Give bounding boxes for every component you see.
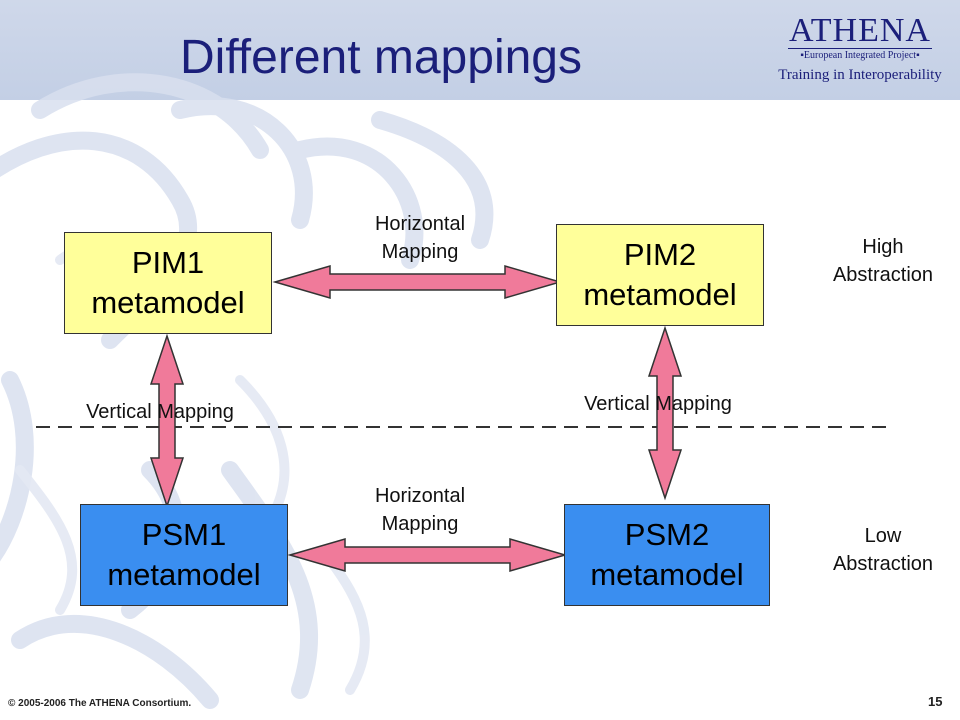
vertical-mapping-label-left: Vertical Mapping	[86, 401, 234, 423]
logo-tagline: ▪European Integrated Project▪	[788, 48, 932, 63]
pim2-metamodel-box: PIM2 metamodel	[556, 224, 764, 326]
horizontal-mapping-label-top: Horizontal Mapping	[340, 210, 500, 266]
horizontal-bottom-line1: Horizontal	[374, 485, 466, 507]
high-abstraction-label: High Abstraction	[808, 233, 958, 289]
pim2-line1: PIM2	[623, 237, 697, 272]
pim1-line1: PIM1	[131, 245, 205, 280]
logo-word: ATHENA	[789, 12, 931, 49]
psm2-metamodel-box: PSM2 metamodel	[564, 504, 770, 606]
pim1-metamodel-box: PIM1 metamodel	[64, 232, 272, 334]
vertical-mapping-label-right: Vertical Mapping	[584, 393, 732, 415]
athena-logo: ATHENA ▪European Integrated Project▪ Tra…	[768, 14, 952, 94]
horizontal-arrow-top	[272, 265, 563, 299]
low-abstraction-label: Low Abstraction	[808, 522, 958, 578]
page-number: 15	[928, 694, 943, 709]
horizontal-bottom-line2: Mapping	[381, 513, 459, 535]
horizontal-arrow-bottom	[287, 538, 568, 572]
low-abstraction-line2: Abstraction	[832, 553, 934, 575]
psm2-line2: metamodel	[590, 557, 744, 592]
horizontal-mapping-label-bottom: Horizontal Mapping	[340, 482, 500, 538]
vertical-arrow-right	[647, 325, 683, 501]
horizontal-top-line1: Horizontal	[374, 213, 466, 235]
horizontal-top-line2: Mapping	[381, 241, 459, 263]
copyright-notice: © 2005-2006 The ATHENA Consortium.	[8, 698, 192, 709]
logo-subtitle: Training in Interoperability	[778, 67, 942, 83]
pim2-line2: metamodel	[583, 277, 737, 312]
low-abstraction-line1: Low	[864, 525, 902, 547]
psm2-line1: PSM2	[624, 517, 710, 552]
high-abstraction-line2: Abstraction	[832, 264, 934, 286]
psm1-metamodel-box: PSM1 metamodel	[80, 504, 288, 606]
psm1-line2: metamodel	[107, 557, 261, 592]
pim1-line2: metamodel	[91, 285, 245, 320]
high-abstraction-line1: High	[862, 236, 904, 258]
slide-title: Different mappings	[180, 31, 582, 84]
psm1-line1: PSM1	[141, 517, 227, 552]
